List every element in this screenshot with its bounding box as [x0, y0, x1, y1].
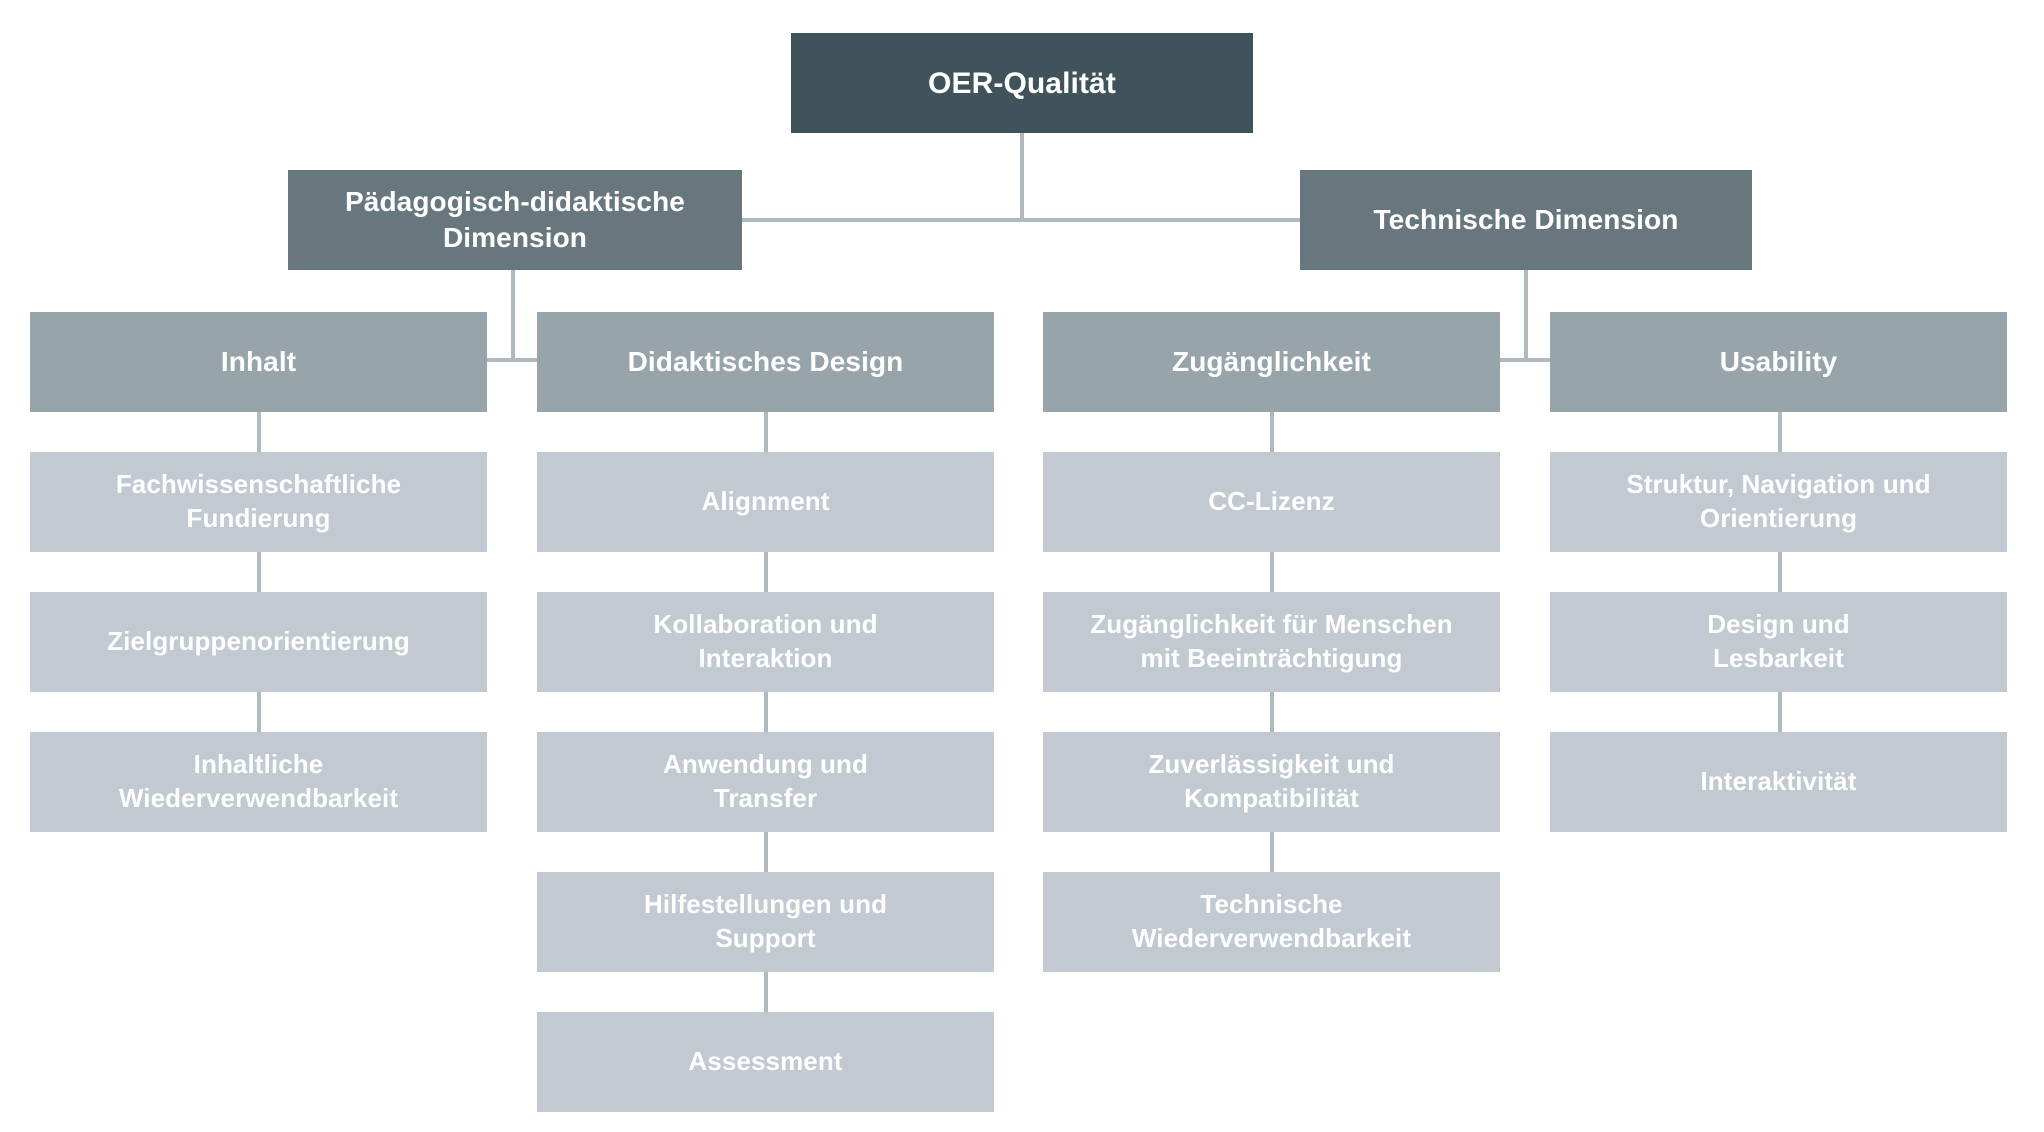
- node-criterion-interaktivitaet[interactable]: Interaktivität: [1550, 732, 2007, 832]
- node-category-inhalt[interactable]: Inhalt: [30, 312, 487, 412]
- node-criterion-label: Interaktivität: [1700, 766, 1857, 797]
- node-criterion-assessment[interactable]: Assessment: [537, 1012, 994, 1112]
- node-criterion-label: Zuverlässigkeit und Kompatibilität: [1148, 749, 1395, 813]
- node-criterion-label: Zugänglichkeit für Menschen mit Beeinträ…: [1090, 609, 1453, 673]
- node-category-didaktisches-design[interactable]: Didaktisches Design: [537, 312, 994, 412]
- connector-technical-category-bus: [1498, 358, 1552, 362]
- node-criterion-label: Design und Lesbarkeit: [1707, 609, 1850, 673]
- node-criterion-technische-wiederverwendbarkeit[interactable]: Technische Wiederverwendbarkeit: [1043, 872, 1500, 972]
- connector-technical-vertical: [1524, 270, 1528, 360]
- node-criterion-label: Inhaltliche Wiederverwendbarkeit: [118, 749, 399, 813]
- node-criterion-label: Assessment: [688, 1046, 843, 1077]
- node-criterion-label: CC-Lizenz: [1208, 486, 1335, 517]
- node-dimension-label: Technische Dimension: [1373, 203, 1679, 235]
- node-category-label: Didaktisches Design: [627, 345, 904, 377]
- node-dimension-label: Pädagogisch-didaktische Dimension: [345, 185, 685, 253]
- node-criterion-label: Fachwissenschaftliche Fundierung: [115, 469, 402, 533]
- node-criterion-kollaboration-und-interaktion[interactable]: Kollaboration und Interaktion: [537, 592, 994, 692]
- node-category-label: Inhalt: [220, 345, 297, 377]
- node-criterion-hilfestellungen-und-support[interactable]: Hilfestellungen und Support: [537, 872, 994, 972]
- node-root-oer-qualitaet[interactable]: OER-Qualität: [791, 33, 1253, 133]
- node-category-label: Usability: [1719, 345, 1838, 377]
- node-criterion-cc-lizenz[interactable]: CC-Lizenz: [1043, 452, 1500, 552]
- connector-spine-didaktisches-design: [764, 412, 768, 1014]
- node-criterion-zuverlaessigkeit-und-kompatibilitaet[interactable]: Zuverlässigkeit und Kompatibilität: [1043, 732, 1500, 832]
- node-criterion-label: Technische Wiederverwendbarkeit: [1131, 889, 1412, 953]
- node-category-zugaenglichkeit[interactable]: Zugänglichkeit: [1043, 312, 1500, 412]
- node-criterion-alignment[interactable]: Alignment: [537, 452, 994, 552]
- connector-root-vertical: [1020, 133, 1024, 220]
- node-criterion-inhaltliche-wiederverwendbarkeit[interactable]: Inhaltliche Wiederverwendbarkeit: [30, 732, 487, 832]
- node-criterion-design-und-lesbarkeit[interactable]: Design und Lesbarkeit: [1550, 592, 2007, 692]
- node-criterion-fachwissenschaftliche-fundierung[interactable]: Fachwissenschaftliche Fundierung: [30, 452, 487, 552]
- node-dimension-technisch[interactable]: Technische Dimension: [1300, 170, 1752, 270]
- node-criterion-zielgruppenorientierung[interactable]: Zielgruppenorientierung: [30, 592, 487, 692]
- node-category-usability[interactable]: Usability: [1550, 312, 2007, 412]
- node-criterion-zugaenglichkeit-fuer-menschen-mit-beeintraechtigung[interactable]: Zugänglichkeit für Menschen mit Beeinträ…: [1043, 592, 1500, 692]
- node-category-label: Zugänglichkeit: [1172, 345, 1371, 377]
- connector-spine-usability: [1778, 412, 1782, 734]
- node-criterion-label: Kollaboration und Interaktion: [653, 609, 878, 673]
- connector-spine-inhalt: [257, 412, 261, 734]
- node-criterion-struktur-navigation-und-orientierung[interactable]: Struktur, Navigation und Orientierung: [1550, 452, 2007, 552]
- connector-dimension-bus: [740, 218, 1302, 222]
- node-criterion-label: Anwendung und Transfer: [663, 749, 868, 813]
- node-criterion-anwendung-und-transfer[interactable]: Anwendung und Transfer: [537, 732, 994, 832]
- node-root-label: OER-Qualität: [928, 66, 1116, 100]
- node-dimension-paedagogisch-didaktisch[interactable]: Pädagogisch-didaktische Dimension: [288, 170, 742, 270]
- node-criterion-label: Hilfestellungen und Support: [643, 889, 888, 953]
- connector-pedagogical-category-bus: [485, 358, 539, 362]
- connector-pedagogical-vertical: [511, 270, 515, 360]
- node-criterion-label: Zielgruppenorientierung: [107, 626, 410, 657]
- node-criterion-label: Alignment: [701, 486, 830, 517]
- node-criterion-label: Struktur, Navigation und Orientierung: [1626, 469, 1931, 533]
